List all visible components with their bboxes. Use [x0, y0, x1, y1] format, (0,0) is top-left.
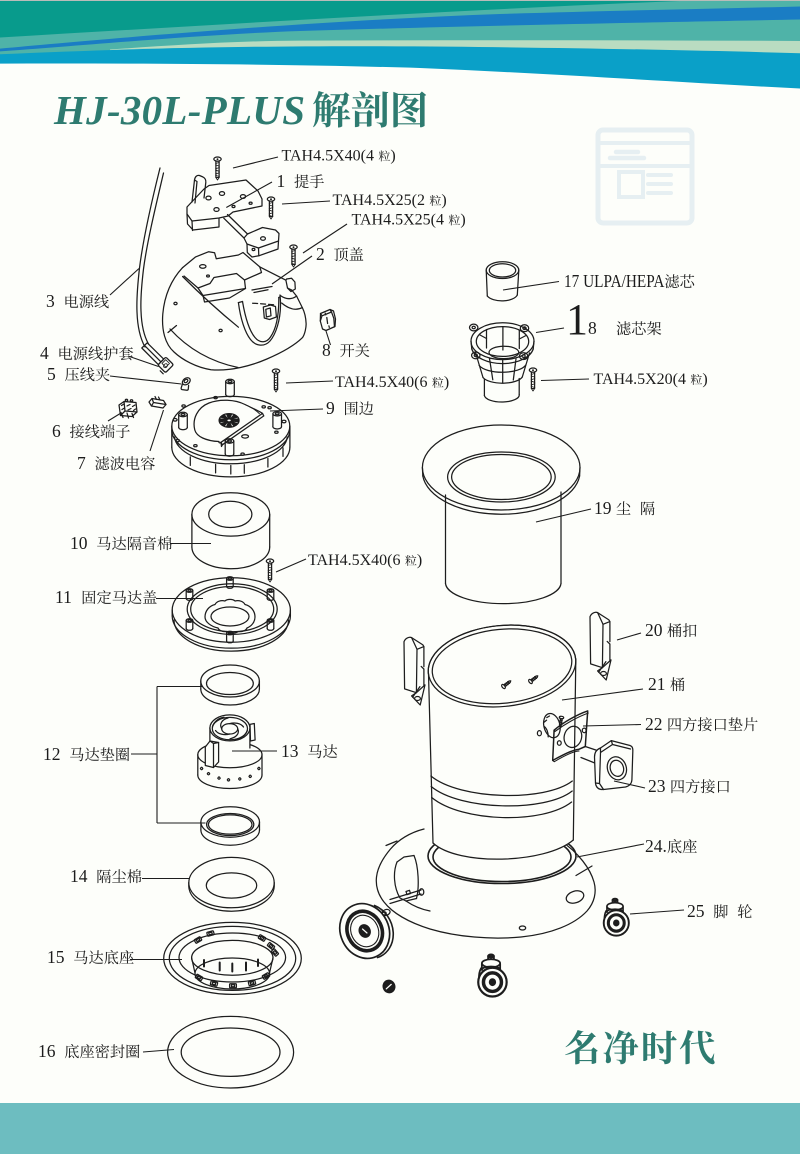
svg-text:16: 16: [38, 1041, 56, 1061]
svg-text:9: 9: [326, 398, 335, 418]
svg-text:13: 13: [281, 741, 299, 761]
svg-text:17 ULPA/HEPA: 17 ULPA/HEPA: [564, 271, 665, 291]
svg-text:): ): [390, 148, 395, 165]
svg-text:8: 8: [588, 318, 597, 338]
svg-text:TAH4.5X40(6: TAH4.5X40(6: [308, 552, 400, 569]
svg-text:11: 11: [55, 587, 72, 607]
svg-text:12: 12: [43, 744, 61, 764]
svg-text:1: 1: [277, 171, 286, 191]
svg-text:HJ-30L-PLUS: HJ-30L-PLUS: [53, 87, 305, 133]
svg-text:25: 25: [687, 901, 705, 921]
svg-text:3: 3: [46, 291, 55, 311]
svg-text:15: 15: [47, 947, 65, 967]
svg-text:TAH4.5X40(4: TAH4.5X40(4: [282, 148, 374, 165]
svg-text:22: 22: [645, 714, 663, 734]
svg-text:TAH4.5X25(4: TAH4.5X25(4: [352, 212, 444, 229]
svg-text:8: 8: [322, 340, 331, 360]
svg-text:): ): [702, 371, 707, 388]
svg-text:20: 20: [645, 620, 663, 640]
svg-text:7: 7: [77, 453, 86, 473]
svg-text:24.: 24.: [645, 836, 667, 856]
svg-text:5: 5: [47, 364, 56, 384]
svg-text:TAH4.5X40(6: TAH4.5X40(6: [335, 374, 427, 391]
svg-text:4: 4: [40, 343, 49, 363]
svg-text:TAH4.5X20(4: TAH4.5X20(4: [594, 371, 686, 388]
svg-text:21: 21: [648, 674, 666, 694]
svg-text:TAH4.5X25(2: TAH4.5X25(2: [333, 192, 425, 209]
svg-text:19: 19: [594, 498, 612, 518]
svg-text:10: 10: [70, 533, 88, 553]
svg-text:23: 23: [648, 776, 666, 796]
svg-text:): ): [441, 192, 446, 209]
svg-text:14: 14: [70, 866, 88, 886]
svg-text:2: 2: [316, 244, 325, 264]
svg-text:): ): [444, 374, 449, 391]
svg-text:1: 1: [566, 295, 588, 344]
svg-text:): ): [460, 212, 465, 229]
svg-text:6: 6: [52, 421, 61, 441]
svg-text:): ): [417, 552, 422, 569]
